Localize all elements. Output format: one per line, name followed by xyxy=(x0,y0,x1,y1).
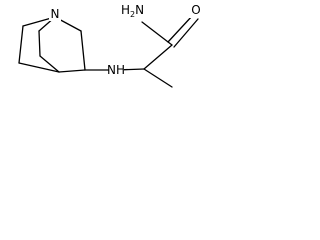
bond-bridge-back-c4 xyxy=(18,62,60,73)
chemical-structure: N NH H2N O xyxy=(18,2,203,88)
label-bridgehead-n: N xyxy=(49,6,61,21)
label-carbonyl-o: O xyxy=(189,2,203,18)
amide-nh2-symbol: H2N xyxy=(121,3,144,19)
quinuclidine-ring xyxy=(18,16,86,73)
bond-carbonyl-nh2 xyxy=(141,21,173,46)
bridgehead-n-symbol: N xyxy=(51,7,60,21)
side-chain xyxy=(84,14,199,88)
label-amide-nh2: H2N xyxy=(120,3,147,20)
bond-carbonyl-o-1 xyxy=(167,14,194,43)
bond-c2-c3 xyxy=(80,30,86,71)
carbonyl-o-symbol: O xyxy=(191,3,200,17)
bond-ch-methyl xyxy=(143,68,173,88)
bond-bridge-front xyxy=(38,30,41,57)
label-amine-n: NH xyxy=(107,61,125,79)
bond-bridge-front-c4 xyxy=(39,55,60,73)
bond-ch-carbonyl xyxy=(143,44,173,70)
bond-bridge-back xyxy=(18,25,24,64)
bond-carbonyl-o-2 xyxy=(173,18,199,48)
bond-c3-c4 xyxy=(58,69,86,73)
amine-n-symbol: NH xyxy=(107,63,125,77)
